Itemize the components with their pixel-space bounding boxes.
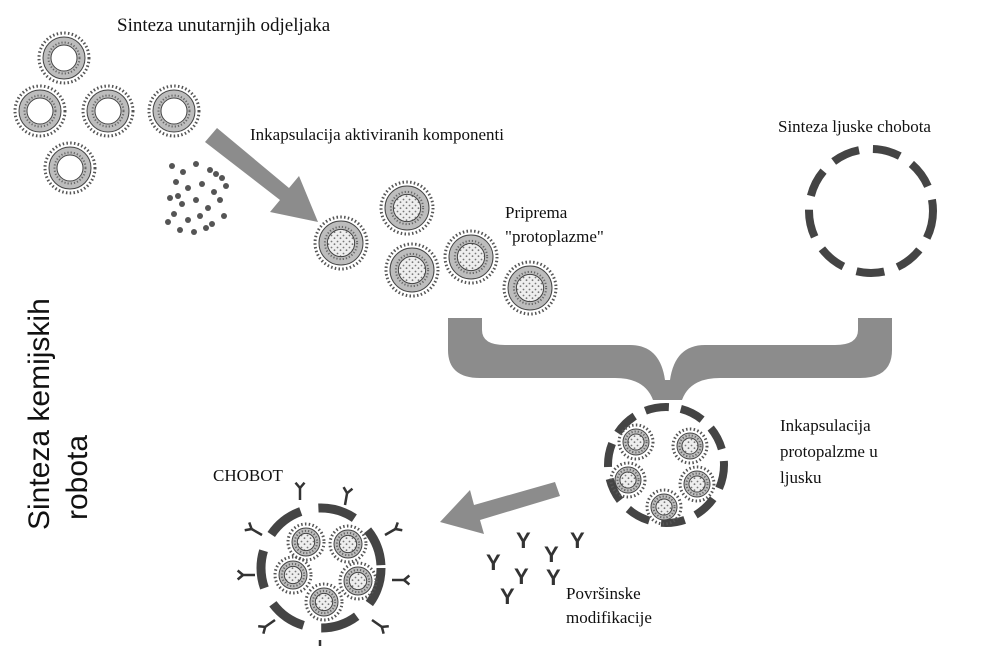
component-dot — [199, 181, 205, 187]
empty-vesicle — [37, 31, 91, 85]
component-dot — [217, 197, 223, 203]
label-shell-synthesis: Sinteza ljuske chobota — [778, 117, 931, 136]
surface-antenna — [258, 618, 276, 634]
component-dot — [193, 197, 199, 203]
component-dot — [205, 205, 211, 211]
component-dot — [193, 161, 199, 167]
filled-vesicle — [502, 260, 558, 316]
empty-vesicle — [147, 84, 201, 138]
label-shell-encapsulation-line2: protopalzme u — [780, 442, 878, 461]
label-protoplasm-line2: "protoplazme" — [505, 227, 604, 246]
component-dot — [209, 221, 215, 227]
inner-vesicle — [617, 423, 655, 461]
label-surface-modification-line1: Površinske — [566, 584, 641, 603]
empty-vesicle — [13, 84, 67, 138]
side-title-line1: Sinteza kemijskih — [23, 298, 56, 530]
empty-vesicle — [81, 84, 135, 138]
component-dot — [171, 211, 177, 217]
component-dot — [211, 189, 217, 195]
surface-antenna — [342, 486, 354, 506]
component-dot — [179, 201, 185, 207]
component-dot — [185, 185, 191, 191]
chobot-inner-vesicle — [286, 522, 326, 562]
label-shell-encapsulation-line3: ljusku — [780, 468, 822, 487]
component-dot — [167, 195, 173, 201]
surface-antenna — [318, 640, 322, 646]
arrow-encapsulation — [205, 128, 318, 222]
filled-vesicle — [379, 180, 435, 236]
surface-antenna — [384, 521, 403, 537]
label-protoplasm-line1: Priprema — [505, 203, 568, 222]
ligand-y-marker: Y — [486, 550, 501, 575]
inner-vesicle — [678, 465, 716, 503]
surface-antenna — [392, 574, 411, 586]
chobot-inner-vesicle — [304, 582, 344, 622]
component-dot — [213, 171, 219, 177]
label-chobot: CHOBOT — [213, 466, 283, 485]
ligand-y-marker: Y — [570, 528, 585, 553]
arrow-surface-modification — [440, 482, 560, 534]
surface-antenna — [294, 481, 306, 500]
label-inner-compartment-synthesis: Sinteza unutarnjih odjeljaka — [117, 15, 331, 36]
inner-vesicle — [671, 427, 709, 465]
chobot-shell — [805, 145, 937, 277]
ligand-y-marker: Y — [514, 564, 529, 589]
component-dot — [197, 213, 203, 219]
component-dot — [219, 175, 225, 181]
encapsulated-cell — [604, 403, 728, 527]
ligand-y-marker: Y — [516, 528, 531, 553]
component-dot — [203, 225, 209, 231]
component-dot — [223, 183, 229, 189]
chobot-inner-vesicle — [328, 524, 368, 564]
ligand-y-marker: Y — [500, 584, 515, 609]
component-dot — [173, 179, 179, 185]
component-dot — [175, 193, 181, 199]
label-surface-modification-line2: modifikacije — [566, 608, 652, 627]
component-dot — [191, 229, 197, 235]
component-dot — [177, 227, 183, 233]
empty-vesicle — [43, 141, 97, 195]
filled-vesicles — [313, 180, 558, 316]
chobot-inner-vesicle — [273, 555, 313, 595]
label-shell-encapsulation-line1: Inkapsulacija — [780, 416, 871, 435]
component-dot — [165, 219, 171, 225]
empty-vesicles — [13, 31, 201, 195]
ligand-y-marker: Y — [544, 542, 559, 567]
inner-vesicle — [609, 461, 647, 499]
merge-brace — [448, 318, 892, 400]
ligand-y-marker: Y — [546, 565, 561, 590]
surface-antenna — [236, 569, 255, 581]
chobot-robot — [236, 481, 411, 646]
surface-antenna — [244, 521, 263, 537]
component-dot — [207, 167, 213, 173]
filled-vesicle — [443, 229, 499, 285]
component-dot — [221, 213, 227, 219]
activated-components-dots — [165, 161, 229, 235]
inner-vesicle — [645, 488, 683, 526]
chobot-inner-vesicle — [338, 561, 378, 601]
label-component-encapsulation: Inkapsulacija aktiviranih komponenti — [250, 125, 504, 144]
surface-antenna — [371, 618, 389, 634]
side-title-line2: robota — [61, 434, 94, 520]
filled-vesicle — [313, 215, 369, 271]
component-dot — [169, 163, 175, 169]
component-dot — [185, 217, 191, 223]
component-dot — [180, 169, 186, 175]
filled-vesicle — [384, 242, 440, 298]
